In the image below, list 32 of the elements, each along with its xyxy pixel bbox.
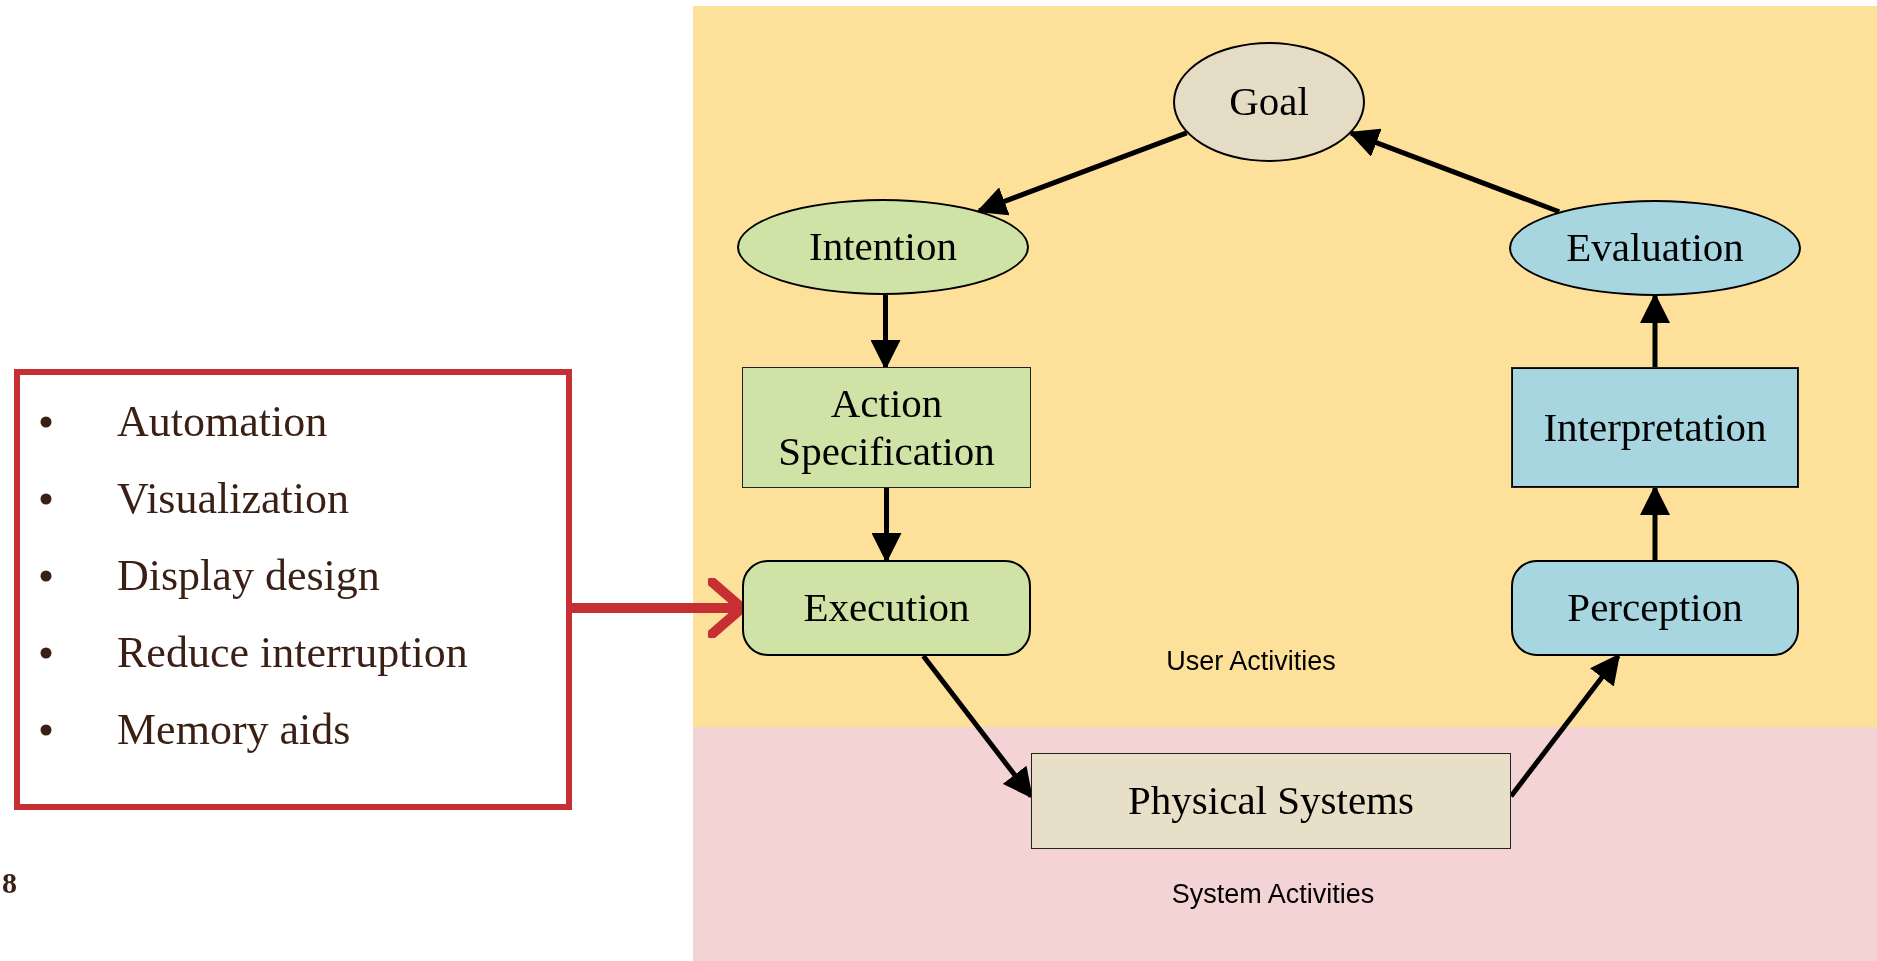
node-label: Execution	[803, 584, 970, 632]
arrow	[1509, 653, 1621, 798]
activity-band	[693, 6, 1877, 727]
bullet-item: Display design	[117, 551, 380, 600]
node-label: Evaluation	[1566, 224, 1744, 272]
band-label: User Activities	[1166, 646, 1336, 677]
arrow	[871, 488, 902, 563]
bullet-item: Visualization	[117, 474, 349, 523]
process-box	[1031, 753, 1511, 849]
arrow	[1640, 293, 1670, 367]
activity-band	[693, 727, 1877, 961]
node-label: Goal	[1229, 78, 1309, 126]
process-box	[742, 367, 1031, 488]
node-label: Interpretation	[1543, 403, 1767, 452]
process-rounded-box	[742, 560, 1031, 656]
bullet-item: Memory aids	[117, 705, 351, 754]
arrow	[1640, 485, 1670, 560]
process-rounded-box	[1511, 560, 1799, 656]
band-label: System Activities	[1171, 879, 1375, 910]
node-label: Intention	[809, 223, 957, 271]
node-label: Perception	[1567, 584, 1743, 632]
bullet-item: Reduce interruption	[117, 628, 468, 677]
page-number: 8	[2, 866, 17, 900]
arrow	[976, 130, 1188, 216]
process-box	[1511, 367, 1799, 488]
arrow	[1348, 128, 1561, 215]
bullet-item: Automation	[117, 397, 328, 446]
node-label: Physical Systems	[1128, 777, 1414, 825]
bullet-list-box	[14, 369, 572, 810]
arrow	[921, 654, 1033, 799]
arrow	[870, 295, 901, 370]
node-label: Action Specification	[777, 380, 996, 475]
